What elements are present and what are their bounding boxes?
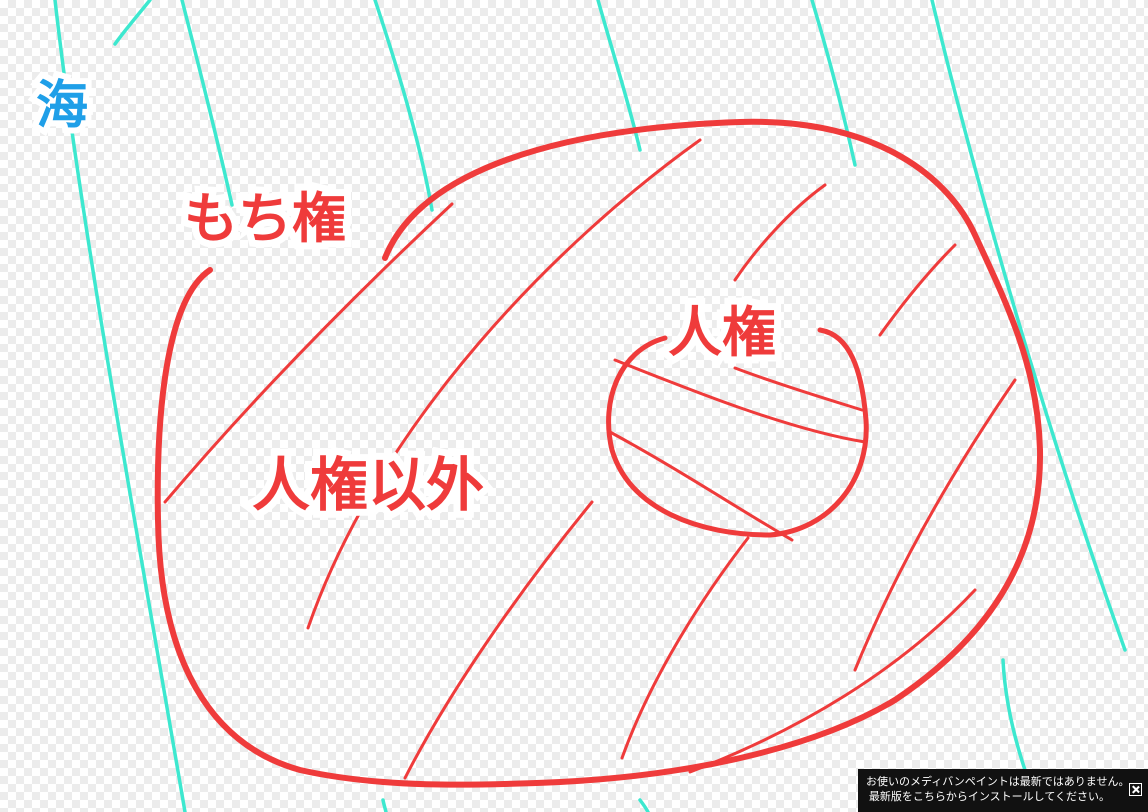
jinken-igai-label: 人権以外 — [245, 449, 491, 521]
jinken-region — [606, 327, 869, 542]
sea-line — [113, 0, 152, 46]
close-icon[interactable] — [1129, 783, 1142, 796]
update-notice-bar[interactable]: お使いのメディバンペイントは最新ではありません。 最新版をこちらからインストール… — [858, 769, 1148, 812]
jinken-label: 人権 — [661, 299, 783, 367]
hatch-line — [688, 588, 977, 774]
update-notice-line2[interactable]: 最新版をこちらからインストールしてください。 — [868, 790, 1110, 803]
hatch-line — [853, 378, 1017, 672]
hatch-line — [403, 500, 594, 780]
hatch-line — [163, 202, 454, 504]
sea-line — [930, 0, 1127, 652]
sea-line — [810, 0, 857, 167]
hatching — [163, 138, 1017, 780]
sea-line — [381, 798, 388, 812]
sea-lines — [53, 0, 1127, 812]
hatch-line — [733, 183, 827, 282]
mochi-ken-label: もち権 — [177, 185, 353, 253]
sea-label: 海 — [30, 74, 94, 138]
inner-hatch — [733, 366, 864, 412]
mochi-region — [154, 118, 1044, 788]
inner-hatch — [613, 358, 867, 444]
update-notice-line1: お使いのメディバンペイントは最新ではありません。 — [866, 775, 1130, 788]
sea-line — [180, 0, 234, 207]
sea-line — [1001, 658, 1027, 772]
inner-hatch — [608, 430, 794, 542]
hatch-line — [620, 536, 750, 760]
sea-line — [638, 798, 650, 812]
outer-blob — [154, 118, 1044, 788]
sea-line — [53, 0, 187, 812]
sea-line — [373, 0, 434, 212]
hatch-line — [878, 243, 957, 337]
hatch-line — [306, 138, 702, 630]
inner-circle — [606, 327, 869, 538]
